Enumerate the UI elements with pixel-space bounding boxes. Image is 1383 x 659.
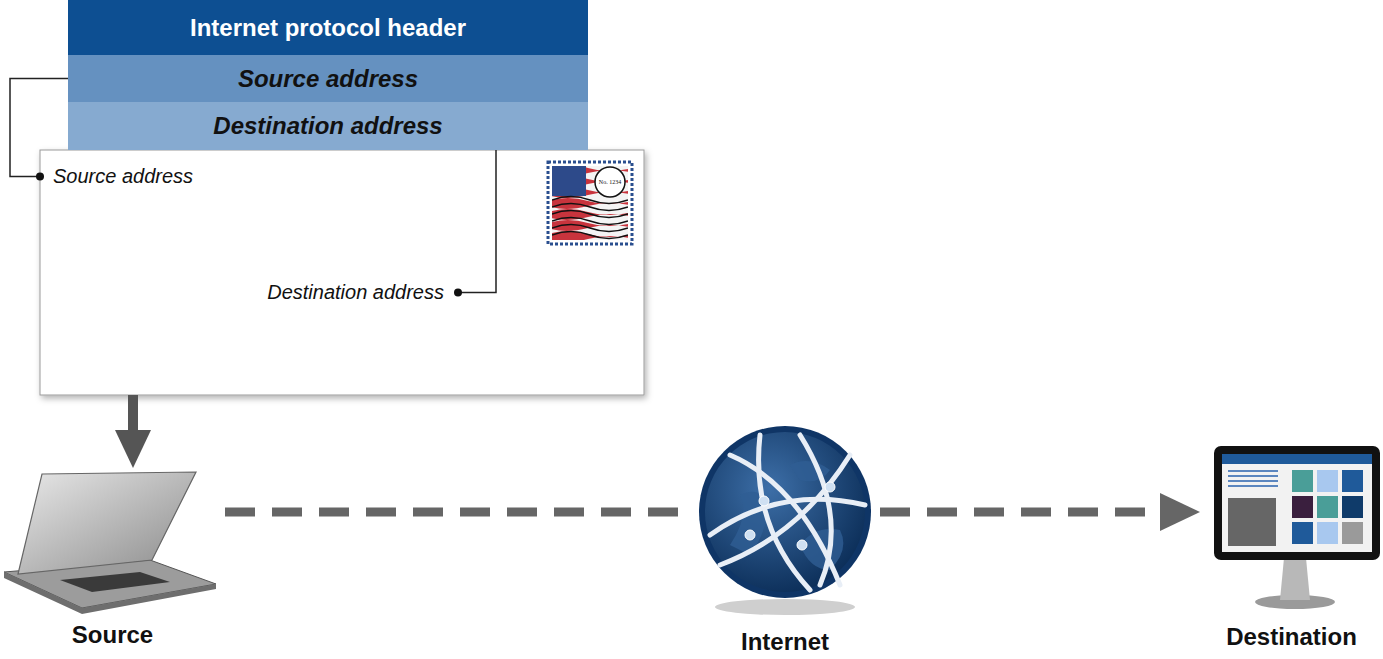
connector-line [128,395,138,432]
envelope: Source addressDestination address [40,150,644,395]
device-label: Source [0,621,225,649]
connector [225,512,690,513]
connector-line [10,79,68,177]
monitor-icon [1200,440,1383,615]
address-text: Source address [53,165,193,188]
screen-tile [1317,522,1338,544]
arrow-head [115,430,151,468]
screen-tile [1342,470,1363,492]
network-node-dot [825,482,835,492]
laptop-edge [4,572,216,614]
postage-stamp-part [548,162,632,244]
screen-tile [1292,470,1313,492]
connector [880,493,1200,531]
header-field-label: Source address [238,65,418,93]
stamp-stripe [552,231,628,240]
arrow-head [1160,493,1200,531]
stamp-number: No. 1234 [599,179,621,185]
screen-tile [1292,496,1313,518]
connector [454,150,496,297]
postmark-wave [552,218,628,225]
screen-text-line [1228,470,1278,472]
screen-text-line [1228,480,1278,482]
screen-tile [1317,496,1338,518]
globe-sphere [705,432,865,592]
envelope-outline-part [40,150,644,395]
header-field-label: Destination address [213,112,442,140]
postmark-wave [552,225,628,232]
screen-image [1228,498,1276,546]
monitor-screen [1222,454,1372,552]
connector-line [880,508,1162,517]
laptop-keyboard [60,572,170,592]
screen-text-line [1228,475,1278,477]
internet-cloud: Internet [690,425,880,659]
source-computer: Source [0,468,225,658]
globe-icon [690,425,880,625]
envelope-outline [40,150,644,395]
connector-line [458,150,496,293]
header-field-band: Source address [68,55,588,102]
globe-meridian [730,455,840,585]
leader-dot [454,289,462,297]
connector [115,395,151,468]
screen-tile [1342,496,1363,518]
postmark-wave [552,204,628,211]
globe-meridian [800,435,831,585]
leader-dot [36,173,44,181]
monitor-frame [1214,446,1380,560]
postage-stamp [548,162,633,244]
destination-computer: Destination [1200,440,1383,655]
network-node-dot [745,530,755,540]
monitor-neck [1280,558,1310,600]
postmark-wave [552,197,628,204]
header-field-label: Internet protocol header [190,14,466,42]
postmark-wave [552,232,628,239]
screen-header [1222,454,1372,464]
connector-line [225,508,690,517]
network-node-dot [759,496,769,506]
address-text: Destination address [267,281,444,304]
laptop-icon [0,468,225,618]
globe-shadow [715,599,855,615]
network-node-dot [797,540,807,550]
laptop-lid [18,472,196,574]
screen-tile [1292,522,1313,544]
postage-stamp-part [595,167,625,197]
screen-tile [1317,470,1338,492]
screen-text-line [1228,485,1278,487]
postage-stamp-part [552,166,628,240]
postmark-wave [552,211,628,218]
device-label: Destination [1200,623,1383,651]
device-label: Internet [690,629,880,655]
header-field-band: Destination address [68,102,588,150]
screen-tile [1342,522,1363,544]
globe-rim [699,426,871,598]
header-band: Internet protocol header [68,0,588,55]
